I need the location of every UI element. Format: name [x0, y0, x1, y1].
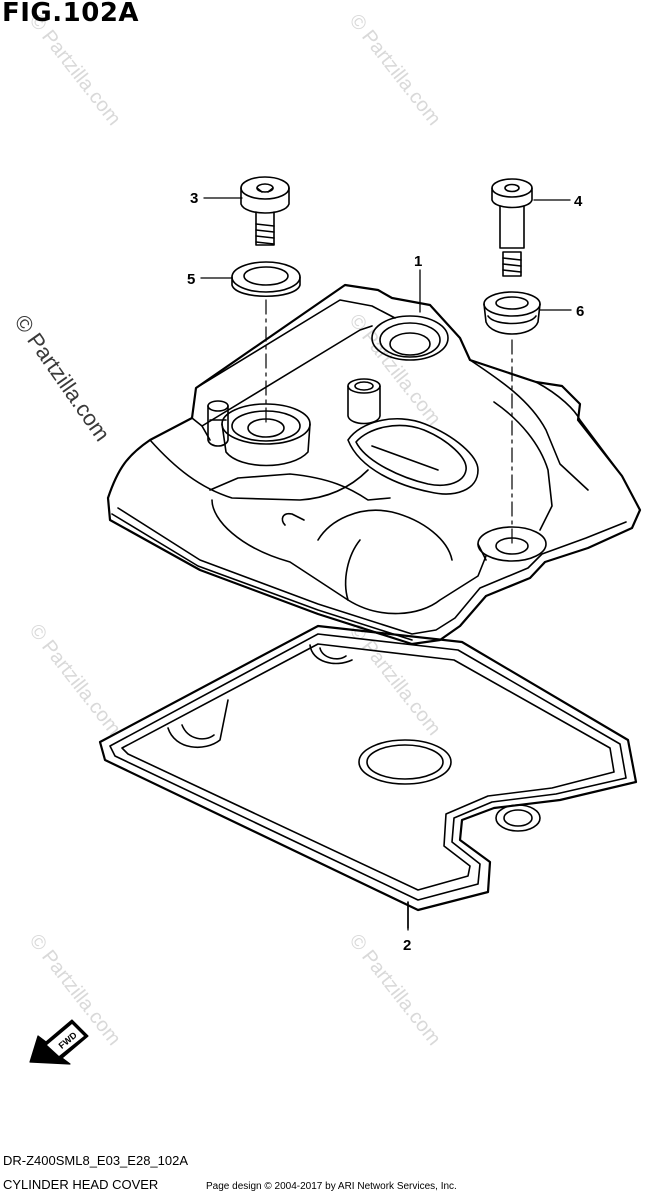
grommet-part-6[interactable]	[483, 291, 541, 335]
callout-3: 3	[190, 190, 198, 207]
copyright-notice: Page design © 2004-2017 by ARI Network S…	[206, 1181, 457, 1192]
diagram-code: DR-Z400SML8_E03_E28_102A	[3, 1153, 189, 1168]
callout-5: 5	[187, 271, 195, 288]
diagram-name: CYLINDER HEAD COVER	[3, 1177, 159, 1192]
bolt-part-4[interactable]	[491, 178, 533, 277]
figure-title: FIG.102A	[2, 0, 140, 28]
cylinder-head-cover-part-1[interactable]	[106, 283, 642, 646]
forward-arrow-icon: FWD	[29, 1019, 89, 1065]
gasket-part-2[interactable]	[98, 624, 638, 929]
leader-lines	[200, 197, 572, 931]
callout-4: 4	[574, 193, 583, 210]
assembly-lines	[265, 299, 513, 546]
callout-6: 6	[576, 303, 584, 320]
callout-2: 2	[403, 937, 411, 954]
callout-1: 1	[414, 253, 422, 270]
washer-part-5[interactable]	[231, 261, 301, 298]
bolt-part-3[interactable]	[240, 176, 290, 246]
